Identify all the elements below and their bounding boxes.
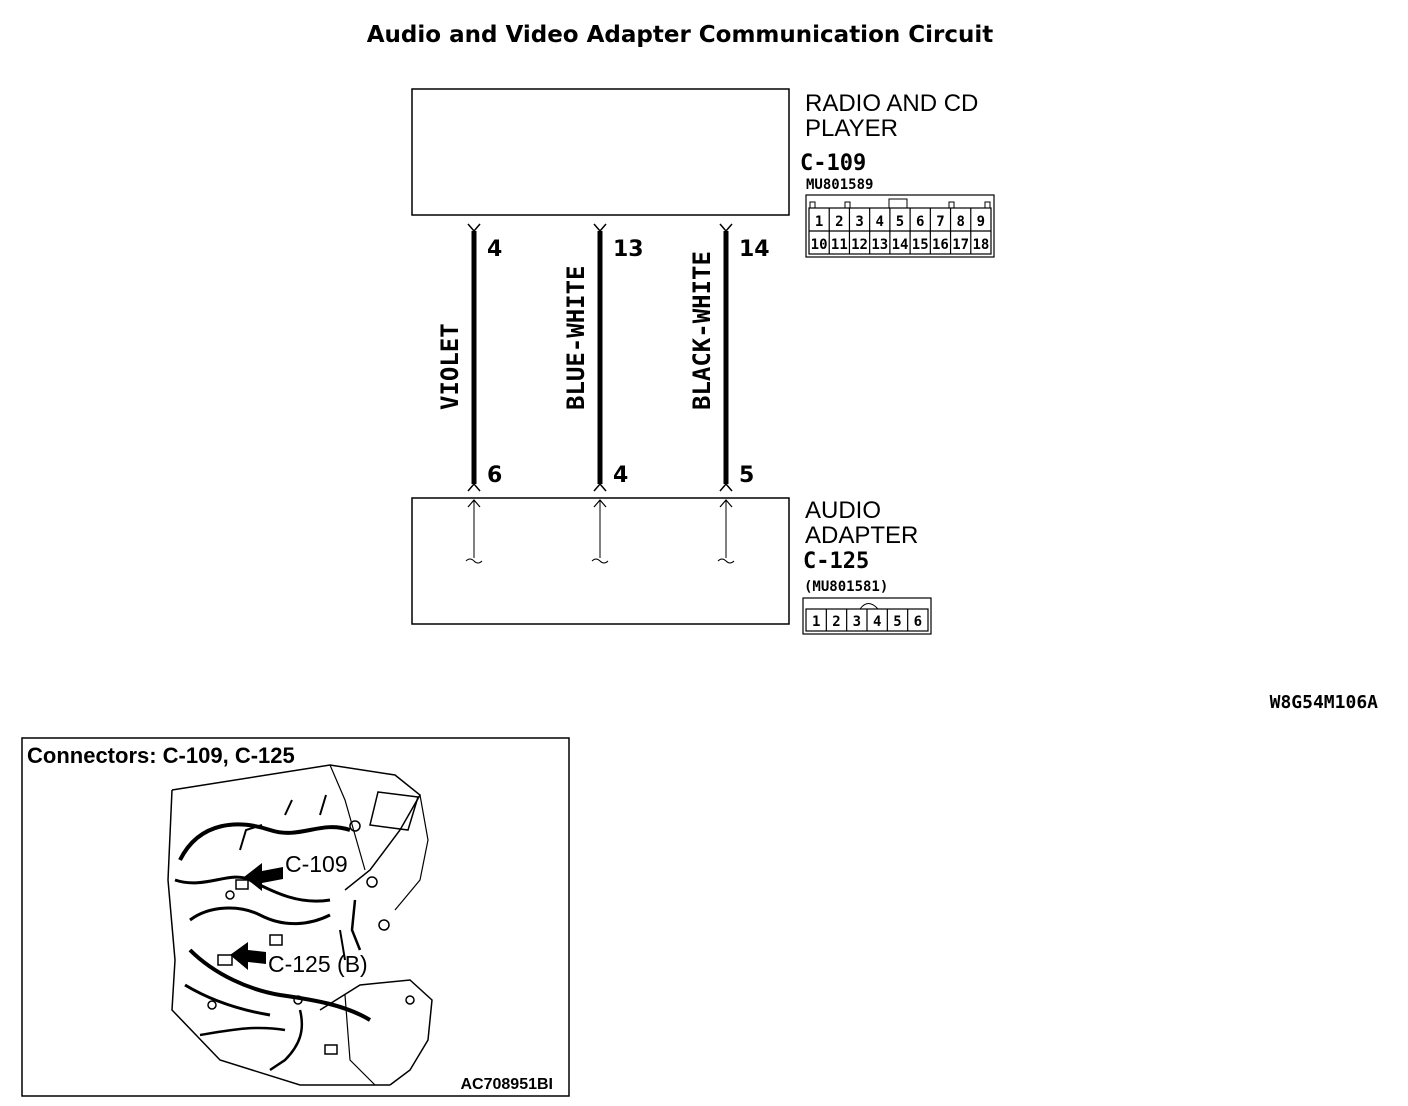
c109-callout-arrow: [244, 863, 283, 891]
svg-text:4: 4: [873, 614, 881, 630]
c109-callout-label: C-109: [285, 851, 348, 877]
svg-text:11: 11: [831, 237, 848, 253]
svg-text:15: 15: [912, 237, 929, 253]
svg-text:6: 6: [914, 614, 922, 630]
svg-text:4: 4: [876, 214, 884, 230]
c125-pin-6: 6: [907, 609, 922, 631]
c109-pin-9: 9: [970, 208, 985, 231]
wire-blue-white: 13 4 BLUE-WHITE: [562, 223, 644, 564]
svg-text:12: 12: [851, 237, 868, 253]
audio-adapter-box: [411, 497, 790, 625]
c109-pin-3: 3: [848, 208, 864, 231]
diagram-reference-code: W8G54M106A: [1270, 692, 1379, 713]
radio-connector-id: C-109: [800, 151, 866, 176]
svg-text:10: 10: [811, 237, 828, 253]
svg-text:13: 13: [871, 237, 888, 253]
c109-pin-18: 18: [970, 231, 989, 254]
svg-text:1: 1: [812, 614, 820, 630]
connector-locator-panel: Connectors: C-109, C-125: [21, 737, 570, 1097]
svg-text:2: 2: [835, 214, 843, 230]
svg-text:6: 6: [916, 214, 924, 230]
c109-pin-4: 4: [869, 208, 884, 231]
svg-text:5: 5: [896, 214, 904, 230]
adapter-name-line1: AUDIO: [805, 497, 881, 524]
wire-top-pin-label: 13: [613, 237, 644, 262]
diagram-title: Audio and Video Adapter Communication Ci…: [367, 22, 994, 48]
svg-text:2: 2: [832, 614, 840, 630]
svg-text:3: 3: [855, 214, 863, 230]
c109-pin-11: 11: [828, 231, 848, 254]
svg-text:18: 18: [972, 237, 989, 253]
svg-text:5: 5: [893, 614, 901, 630]
c109-pin-16: 16: [929, 231, 949, 254]
c109-pin-7: 7: [929, 208, 945, 231]
locator-reference-code: AC708951BI: [461, 1076, 554, 1093]
c109-pin-5: 5: [889, 208, 904, 231]
svg-text:9: 9: [977, 214, 985, 230]
c109-pin-13: 13: [869, 231, 888, 254]
wire-top-pin-label: 4: [487, 237, 502, 262]
wire-color-label: BLUE-WHITE: [562, 266, 590, 411]
radio-cd-player-box: [411, 88, 790, 216]
c109-pin-17: 17: [949, 231, 969, 254]
adapter-name-line2: ADAPTER: [805, 522, 918, 549]
radio-name-line2: PLAYER: [805, 115, 898, 142]
wire-color-label: VIOLET: [436, 323, 464, 410]
dashboard-harness-illustration: [167, 764, 433, 1086]
c109-pin-14: 14: [889, 231, 909, 254]
c125-pin-5: 5: [886, 609, 902, 631]
wire-black-white: 14 5 BLACK-WHITE: [688, 223, 770, 564]
locator-title: Connectors: C-109, C-125: [27, 743, 295, 768]
wire-violet: 4 6 VIOLET: [436, 223, 502, 564]
c109-pin-1: 1: [815, 214, 823, 230]
wire-bottom-pin-label: 4: [613, 463, 628, 488]
c109-pin-8: 8: [949, 208, 965, 231]
wire-bottom-pin-label: 5: [739, 463, 754, 488]
c125-pin-4: 4: [866, 609, 881, 631]
c109-pin-12: 12: [848, 231, 868, 254]
svg-text:1: 1: [815, 214, 823, 230]
radio-name-line1: RADIO AND CD: [805, 90, 978, 117]
wire-bottom-pin-label: 6: [487, 463, 502, 488]
svg-text:14: 14: [892, 237, 909, 253]
c109-pin-2: 2: [828, 208, 844, 231]
c125-callout-label: C-125 (B): [268, 951, 368, 977]
svg-text:3: 3: [853, 614, 861, 630]
c109-pin-15: 15: [909, 231, 929, 254]
wire-color-label: BLACK-WHITE: [688, 251, 716, 410]
svg-text:17: 17: [952, 237, 969, 253]
svg-text:16: 16: [932, 237, 949, 253]
c109-pin-10: 10: [811, 237, 828, 253]
radio-part-number: MU801589: [806, 177, 873, 193]
c109-pin-6: 6: [909, 208, 924, 231]
c125-callout-arrow: [230, 942, 266, 970]
svg-text:8: 8: [956, 214, 964, 230]
svg-text:7: 7: [936, 214, 944, 230]
adapter-connector-id: C-125: [803, 549, 869, 574]
c125-pin-2: 2: [825, 609, 841, 631]
adapter-part-number: (MU801581): [804, 579, 888, 595]
wire-top-pin-label: 14: [739, 237, 770, 262]
c125-pin-1: 1: [812, 614, 820, 630]
c125-pin-3: 3: [846, 609, 861, 631]
